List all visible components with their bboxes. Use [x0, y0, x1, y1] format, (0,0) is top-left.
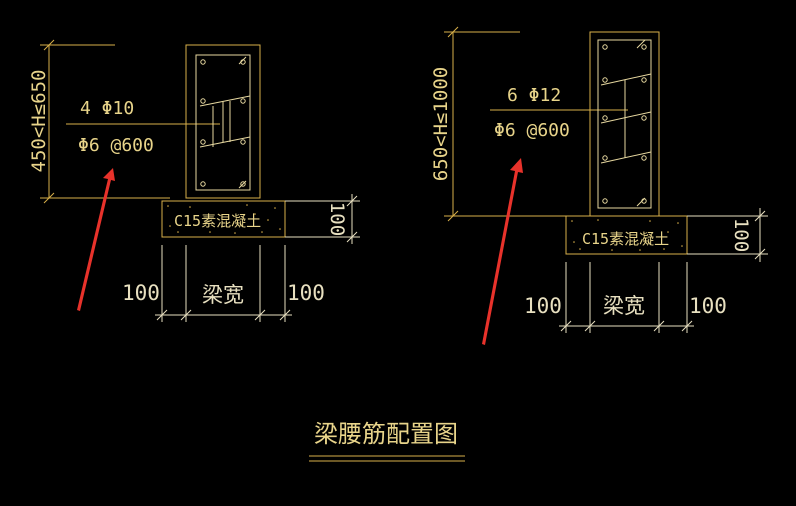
drawing-title: 梁腰筋配置图: [314, 420, 458, 448]
right-detail: 650<H≤1000 6 Φ12 Φ6 @600: [430, 26, 768, 345]
right-pad-thickness-label: 100: [730, 218, 752, 252]
left-beam-section: [185, 44, 261, 199]
left-detail: 450<H≤650 4 Φ10 Φ6 @600: [28, 39, 360, 322]
left-waist-bars-label: 4 Φ10: [80, 98, 134, 119]
left-pad-label: C15素混凝土: [174, 212, 261, 230]
right-beam-width-label: 梁宽: [603, 294, 645, 318]
right-waist-bars-label: 6 Φ12: [507, 85, 561, 106]
left-concrete-pad: C15素混凝土: [161, 200, 286, 238]
left-left-offset-label: 100: [122, 281, 160, 305]
left-pad-thickness-label: 100: [326, 202, 348, 236]
left-width-dimension: 100 梁宽 100: [122, 245, 325, 322]
right-concrete-pad: C15素混凝土: [565, 215, 688, 255]
left-beam-width-label: 梁宽: [202, 283, 244, 307]
right-tie-bars-label: Φ6 @600: [494, 120, 570, 141]
right-red-arrow: [482, 158, 523, 345]
right-height-dimension: 650<H≤1000: [430, 26, 568, 222]
left-height-range-label: 450<H≤650: [28, 70, 50, 173]
right-left-offset-label: 100: [524, 294, 562, 318]
right-pad-label: C15素混凝土: [582, 230, 669, 248]
left-right-offset-label: 100: [287, 281, 325, 305]
right-rebar-callout: 6 Φ12 Φ6 @600: [490, 85, 628, 141]
left-red-arrow: [77, 168, 115, 311]
right-beam-section: [589, 31, 660, 217]
right-height-range-label: 650<H≤1000: [430, 67, 452, 181]
left-rebar-callout: 4 Φ10 Φ6 @600: [66, 98, 220, 156]
left-height-dimension: 450<H≤650: [28, 39, 170, 204]
drawing-title-block: 梁腰筋配置图: [309, 420, 465, 462]
right-pad-dimension: 100: [687, 208, 768, 262]
right-right-offset-label: 100: [689, 294, 727, 318]
left-pad-dimension: 100: [285, 194, 360, 244]
left-tie-bars-label: Φ6 @600: [78, 135, 154, 156]
right-width-dimension: 100 梁宽 100: [524, 262, 727, 333]
